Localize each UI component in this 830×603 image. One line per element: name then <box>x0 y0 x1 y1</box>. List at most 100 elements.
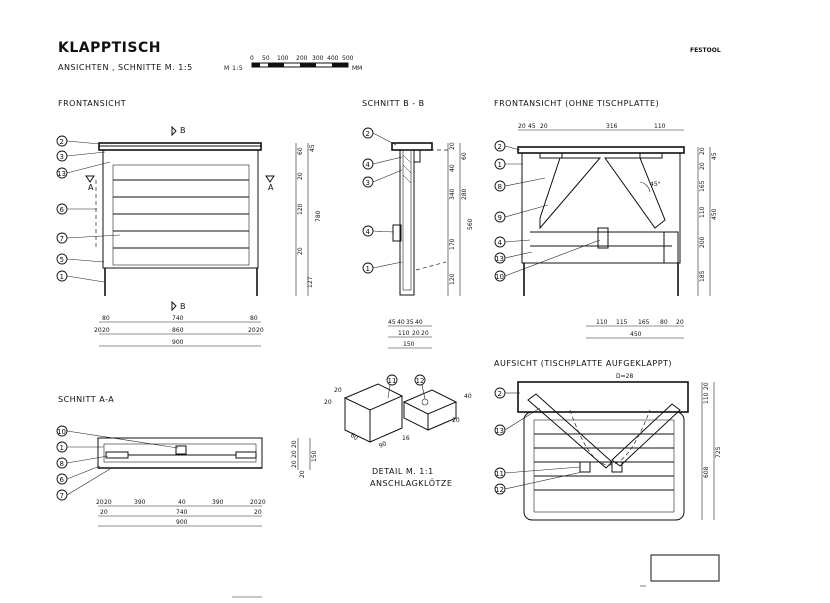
dimension: 80 <box>660 319 668 326</box>
dimension: 20 <box>250 499 258 506</box>
callout: 8 <box>494 177 546 192</box>
callout-number: 1 <box>498 161 502 169</box>
dimension: 20 <box>449 142 456 150</box>
dimension: 45 <box>711 152 718 160</box>
section-b-view: SCHNITT B - B 2 4 3 4 1 20 60 40 340 280… <box>362 99 474 349</box>
dimension: 40 <box>449 164 456 172</box>
callout-number: 4 <box>498 239 503 247</box>
dimension: 450 <box>630 331 642 338</box>
dimension: 900 <box>172 339 184 346</box>
callout: 5 <box>56 253 105 265</box>
callout-number: 12 <box>495 486 504 494</box>
dimension: 45 <box>309 144 316 152</box>
dimension: 740 <box>172 315 184 322</box>
scale-bar: M 1:5 0 50 100 200 300 400 500 MM <box>224 55 362 72</box>
dimension: 120 <box>297 203 304 215</box>
dimension: 340 <box>449 188 456 200</box>
dimension: 45 <box>388 319 396 326</box>
dimension: 20 <box>703 382 710 390</box>
dimension: 127 <box>307 276 314 288</box>
callout-number: 6 <box>60 476 65 484</box>
dimension: 20 <box>96 499 104 506</box>
dimension: 20 <box>100 509 108 516</box>
dimension: 20 <box>699 162 706 170</box>
callout-number: 2 <box>366 130 370 138</box>
callout: 7 <box>56 468 111 501</box>
dimension: 110 <box>699 206 706 218</box>
callout: 9 <box>494 204 549 223</box>
callout-number: 13 <box>495 255 504 263</box>
callout: 1 <box>362 261 403 274</box>
callout: 2 <box>494 387 520 399</box>
dimension: 150 <box>403 341 415 348</box>
dimension: 110 <box>398 330 410 337</box>
callout: 2 <box>362 127 397 146</box>
callout: 13 <box>494 407 541 436</box>
dimension: 90 <box>378 440 388 450</box>
top-view-title: AUFSICHT (TISCHPLATTE AUFGEKLAPPT) <box>494 359 672 368</box>
callout: 4 <box>362 225 395 237</box>
callout-number: 2 <box>498 390 502 398</box>
dimension: 60 <box>349 432 359 442</box>
dimension: 390 <box>134 499 146 506</box>
dimension: 20 <box>256 327 264 334</box>
dimension: 20 <box>297 247 304 255</box>
callout-number: 1 <box>60 273 64 281</box>
callout-number: 7 <box>60 492 64 500</box>
front-view-no-top: FRONTANSICHT (OHNE TISCHPLATTE) 20 45 20… <box>494 99 718 339</box>
drawing-title: KLAPPTISCH <box>58 40 161 56</box>
callout-number: 6 <box>60 206 65 214</box>
dimension: 900 <box>176 519 188 526</box>
section-mark-b-bottom: B <box>180 302 186 311</box>
callout: 13 <box>494 251 533 264</box>
dimension: 35 <box>406 319 414 326</box>
callout: 4 <box>362 156 403 170</box>
callout: 6 <box>56 465 101 485</box>
dimension: 20 <box>291 440 298 448</box>
callout-number: 12 <box>416 377 425 385</box>
callout-number: 2 <box>60 138 64 146</box>
dimension: 560 <box>467 218 474 230</box>
callout: 2 <box>56 135 101 147</box>
section-mark-a-left: A <box>88 183 94 192</box>
dimension: 60 <box>297 147 304 155</box>
callout-number: 2 <box>498 143 502 151</box>
scale-tick: 500 <box>342 55 354 62</box>
section-a-title: SCHNITT A-A <box>58 395 114 404</box>
callout: 3 <box>362 169 403 188</box>
dimension: 20 <box>258 499 266 506</box>
dimension: 20 <box>699 147 706 155</box>
callout: 13 <box>56 161 111 179</box>
scale-tick: 0 <box>250 55 254 62</box>
dimension: 45 <box>528 123 536 130</box>
section-b-title: SCHNITT B - B <box>362 99 425 108</box>
section-mark-a-right: A <box>268 183 274 192</box>
callout-number: 13 <box>57 170 66 178</box>
dimension: 20 <box>102 327 110 334</box>
angle-label: 45° <box>650 181 661 188</box>
callout-number: 4 <box>366 161 371 169</box>
callout: 6 <box>56 203 97 215</box>
callout: 1 <box>494 158 523 170</box>
dimension: 20 <box>334 387 342 394</box>
dimension: 280 <box>461 188 468 200</box>
callout: 12 <box>494 471 583 495</box>
dimension: 40 <box>178 499 186 506</box>
dimension: 150 <box>311 450 318 462</box>
callout-number: 8 <box>498 183 502 191</box>
dimension: 40 <box>397 319 405 326</box>
dimension: 390 <box>212 499 224 506</box>
scale-tick: 400 <box>327 55 339 62</box>
callout: 1 <box>56 270 105 283</box>
callout: 11 <box>494 466 581 479</box>
dimension: 780 <box>315 210 322 222</box>
callout: 1 <box>56 441 104 453</box>
dimension: 40 <box>464 393 472 400</box>
scale-tick: 100 <box>277 55 289 62</box>
dimension: 860 <box>172 327 184 334</box>
title-block-box <box>650 554 720 582</box>
callout: 7 <box>56 232 121 244</box>
top-view: AUFSICHT (TISCHPLATTE AUFGEKLAPPT) D=28 … <box>494 359 722 521</box>
dimension: 170 <box>449 238 456 250</box>
callout-number: 9 <box>498 214 502 222</box>
